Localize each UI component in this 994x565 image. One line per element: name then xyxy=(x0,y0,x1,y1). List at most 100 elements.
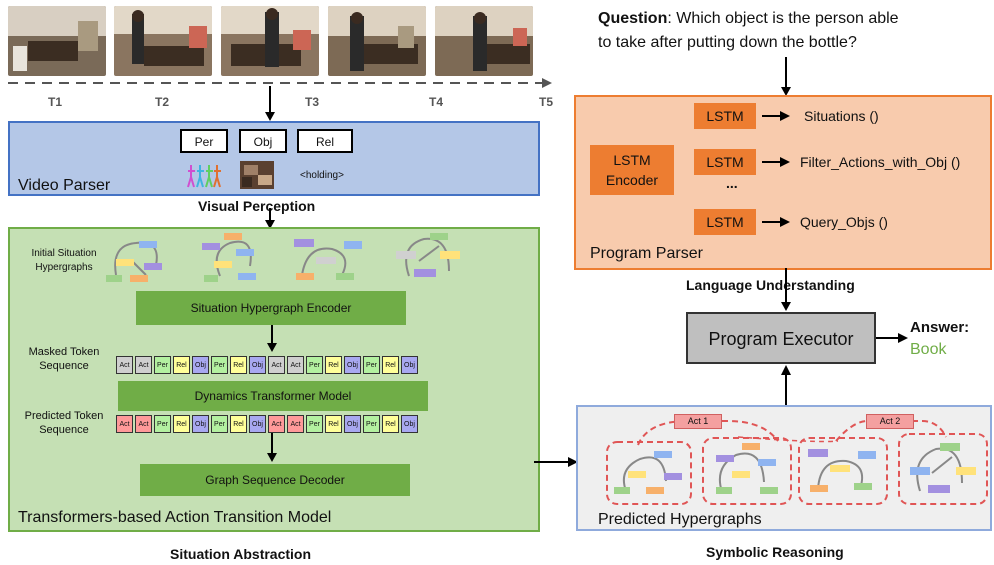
lstm-ellipsis: ... xyxy=(726,175,738,191)
masked-token-act: Act xyxy=(268,356,285,374)
arrow-question-to-parser xyxy=(781,57,791,96)
object-crop-icon xyxy=(240,161,274,189)
masked-token-act: Act xyxy=(135,356,152,374)
visual-perception-label: Visual Perception xyxy=(198,198,316,214)
predicted-token-rel: Rel xyxy=(230,415,247,433)
video-frame-5 xyxy=(435,6,533,76)
predicted-hypergraph-2 xyxy=(702,437,792,505)
lstm-encoder-box: LSTM Encoder xyxy=(590,145,674,195)
masked-token-act: Act xyxy=(287,356,304,374)
program-parser-title: Program Parser xyxy=(590,245,703,262)
arrow-predicted-to-decoder xyxy=(267,433,277,462)
predicted-token-rel: Rel xyxy=(382,415,399,433)
predicted-hypergraphs-panel: Act 1 Act 2 Predicted Hypergraphs xyxy=(576,405,992,531)
program-situations: Situations () xyxy=(804,108,879,124)
video-frame-3 xyxy=(221,6,319,76)
action-transition-panel: Initial Situation Hypergraphs Situation … xyxy=(8,227,540,532)
timeline-label-t3: T3 xyxy=(305,95,320,109)
predicted-token-obj: Obj xyxy=(249,415,266,433)
predicted-token-act: Act xyxy=(287,415,304,433)
dynamics-transformer-bar: Dynamics Transformer Model xyxy=(118,381,428,411)
predicted-token-obj: Obj xyxy=(192,415,209,433)
lstm-box-2: LSTM xyxy=(694,149,756,175)
masked-token-rel: Rel xyxy=(173,356,190,374)
arrow-parser-to-model xyxy=(265,208,275,229)
video-frame-1 xyxy=(8,6,106,76)
initial-hypergraph-3 xyxy=(294,239,362,280)
program-query-objs: Query_Objs () xyxy=(800,214,888,230)
predicted-token-rel: Rel xyxy=(173,415,190,433)
arrow-model-to-hypergraphs xyxy=(534,457,578,467)
answer-value: Book xyxy=(910,341,947,358)
predicted-token-obj: Obj xyxy=(401,415,418,433)
predicted-token-label: Predicted Token Sequence xyxy=(24,410,104,436)
program-executor-box: Program Executor xyxy=(686,312,876,364)
predicted-token-per: Per xyxy=(211,415,228,433)
masked-token-per: Per xyxy=(211,356,228,374)
chip-obj: Obj xyxy=(239,129,287,153)
masked-token-act: Act xyxy=(116,356,133,374)
predicted-hypergraph-3 xyxy=(798,437,888,505)
predicted-hypergraphs-title: Predicted Hypergraphs xyxy=(598,511,762,528)
masked-token-obj: Obj xyxy=(401,356,418,374)
predicted-hypergraph-1 xyxy=(606,441,692,505)
chip-rel: Rel xyxy=(297,129,353,153)
initial-hypergraph-2 xyxy=(202,233,256,282)
video-frame-4 xyxy=(328,6,426,76)
lstm-box-3: LSTM xyxy=(694,209,756,235)
timeline-label-t2: T2 xyxy=(155,95,170,109)
predicted-token-obj: Obj xyxy=(344,415,361,433)
timeline-label-t5: T5 xyxy=(539,95,554,109)
action-transition-title: Transformers-based Action Transition Mod… xyxy=(18,509,332,526)
initial-hypergraph-4 xyxy=(396,233,460,277)
situation-encoder-bar: Situation Hypergraph Encoder xyxy=(136,291,406,325)
predicted-token-per: Per xyxy=(306,415,323,433)
lstm-box-1: LSTM xyxy=(694,103,756,129)
predicted-token-act: Act xyxy=(268,415,285,433)
masked-token-per: Per xyxy=(363,356,380,374)
situation-abstraction-label: Situation Abstraction xyxy=(170,546,312,562)
question-prefix: Question xyxy=(598,10,668,27)
program-parser-panel: LSTM Encoder LSTM LSTM ... LSTM Situatio… xyxy=(574,95,992,270)
predicted-token-per: Per xyxy=(154,415,171,433)
masked-token-obj: Obj xyxy=(192,356,209,374)
answer-label: Answer: xyxy=(910,319,970,336)
arrow-lstm3-program xyxy=(762,217,790,227)
chip-per: Per xyxy=(180,129,228,153)
language-understanding-label: Language Understanding xyxy=(686,277,855,293)
masked-token-rel: Rel xyxy=(230,356,247,374)
pose-skeleton-icon xyxy=(187,165,221,188)
act-1-tag: Act 1 xyxy=(674,414,722,429)
masked-token-rel: Rel xyxy=(382,356,399,374)
video-frame-2 xyxy=(114,6,212,76)
arrow-parser-to-executor xyxy=(781,268,791,311)
arrow-hypergraphs-to-executor xyxy=(781,365,791,408)
arrow-lstm2-program xyxy=(762,157,790,167)
act-2-tag: Act 2 xyxy=(866,414,914,429)
predicted-token-act: Act xyxy=(135,415,152,433)
video-parser-title: Video Parser xyxy=(18,177,111,194)
predicted-token-rel: Rel xyxy=(325,415,342,433)
question-line-1: : Which object is the person able xyxy=(667,10,899,27)
graph-decoder-bar: Graph Sequence Decoder xyxy=(140,464,410,496)
predicted-token-act: Act xyxy=(116,415,133,433)
masked-token-per: Per xyxy=(154,356,171,374)
masked-token-obj: Obj xyxy=(344,356,361,374)
arrow-lstm1-program xyxy=(762,111,790,121)
arrow-frames-to-parser xyxy=(265,86,275,121)
arrow-encoder-to-masked xyxy=(267,325,277,352)
video-parser-panel: Per Obj Rel <holding> Video Parser xyxy=(8,121,540,196)
masked-token-label: Masked Token Sequence xyxy=(28,346,100,372)
question-text: Question: Which object is the person abl… xyxy=(598,7,988,55)
initial-hypergraphs-label: Initial Situation Hypergraphs xyxy=(31,248,97,273)
program-filter-actions: Filter_Actions_with_Obj () xyxy=(800,154,961,170)
arrow-executor-to-answer xyxy=(876,333,908,343)
predicted-hypergraph-4 xyxy=(898,433,988,505)
masked-token-obj: Obj xyxy=(249,356,266,374)
question-line-2: to take after putting down the bottle? xyxy=(598,34,857,51)
timeline-label-t1: T1 xyxy=(48,95,63,109)
timeline-label-t4: T4 xyxy=(429,95,444,109)
symbolic-reasoning-label: Symbolic Reasoning xyxy=(706,544,844,560)
